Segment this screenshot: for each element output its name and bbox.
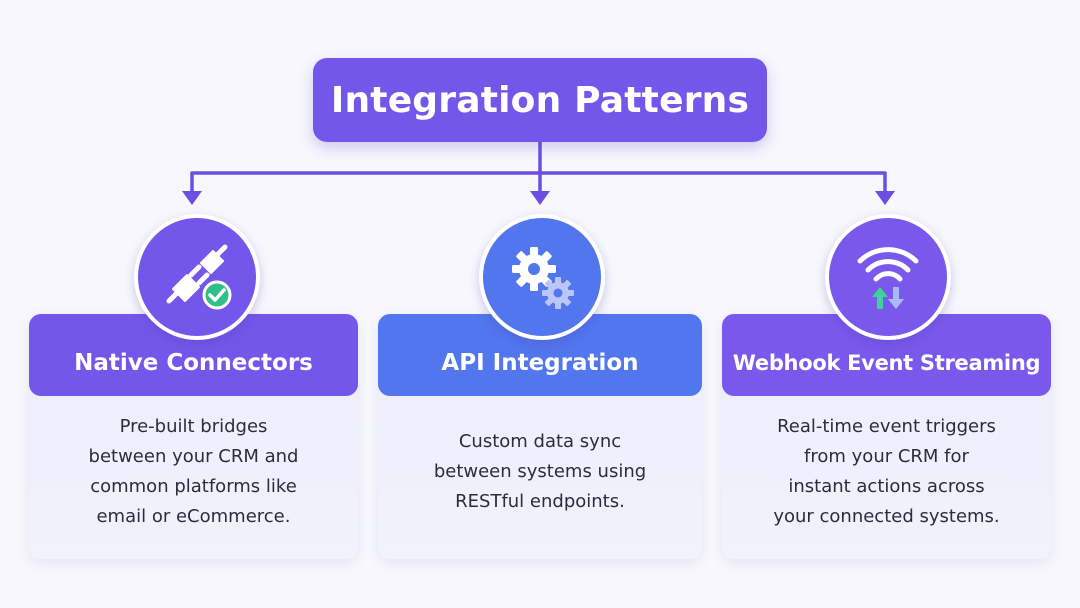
card-title: API Integration xyxy=(441,350,639,376)
card-title: Webhook Event Streaming xyxy=(732,351,1041,375)
card-description: Pre-built bridges between your CRM and c… xyxy=(88,415,299,527)
plug-check-icon xyxy=(134,214,260,340)
card-description: Custom data sync between systems using R… xyxy=(433,430,647,512)
card-webhook-event-streaming: Webhook Event Streaming Real-time event … xyxy=(722,314,1051,559)
diagram-title: Integration Patterns xyxy=(330,79,750,121)
card-description: Real-time event triggers from your CRM f… xyxy=(773,415,1000,527)
arrow-right xyxy=(875,191,895,205)
card-api-integration: API Integration Custom data sync between… xyxy=(378,314,702,559)
card-body: Real-time event triggers from your CRM f… xyxy=(722,396,1051,559)
card-native-connectors: Native Connectors Pre-built bridges betw… xyxy=(29,314,358,559)
arrow-left xyxy=(182,191,202,205)
card-body: Custom data sync between systems using R… xyxy=(378,396,702,559)
arrow-center xyxy=(530,191,550,205)
wifi-updown-icon xyxy=(825,214,951,340)
gears-icon xyxy=(479,214,605,340)
card-title: Native Connectors xyxy=(74,350,313,376)
card-body: Pre-built bridges between your CRM and c… xyxy=(29,396,358,559)
title-box: Integration Patterns xyxy=(313,58,767,142)
connector-branch-line xyxy=(190,171,887,198)
